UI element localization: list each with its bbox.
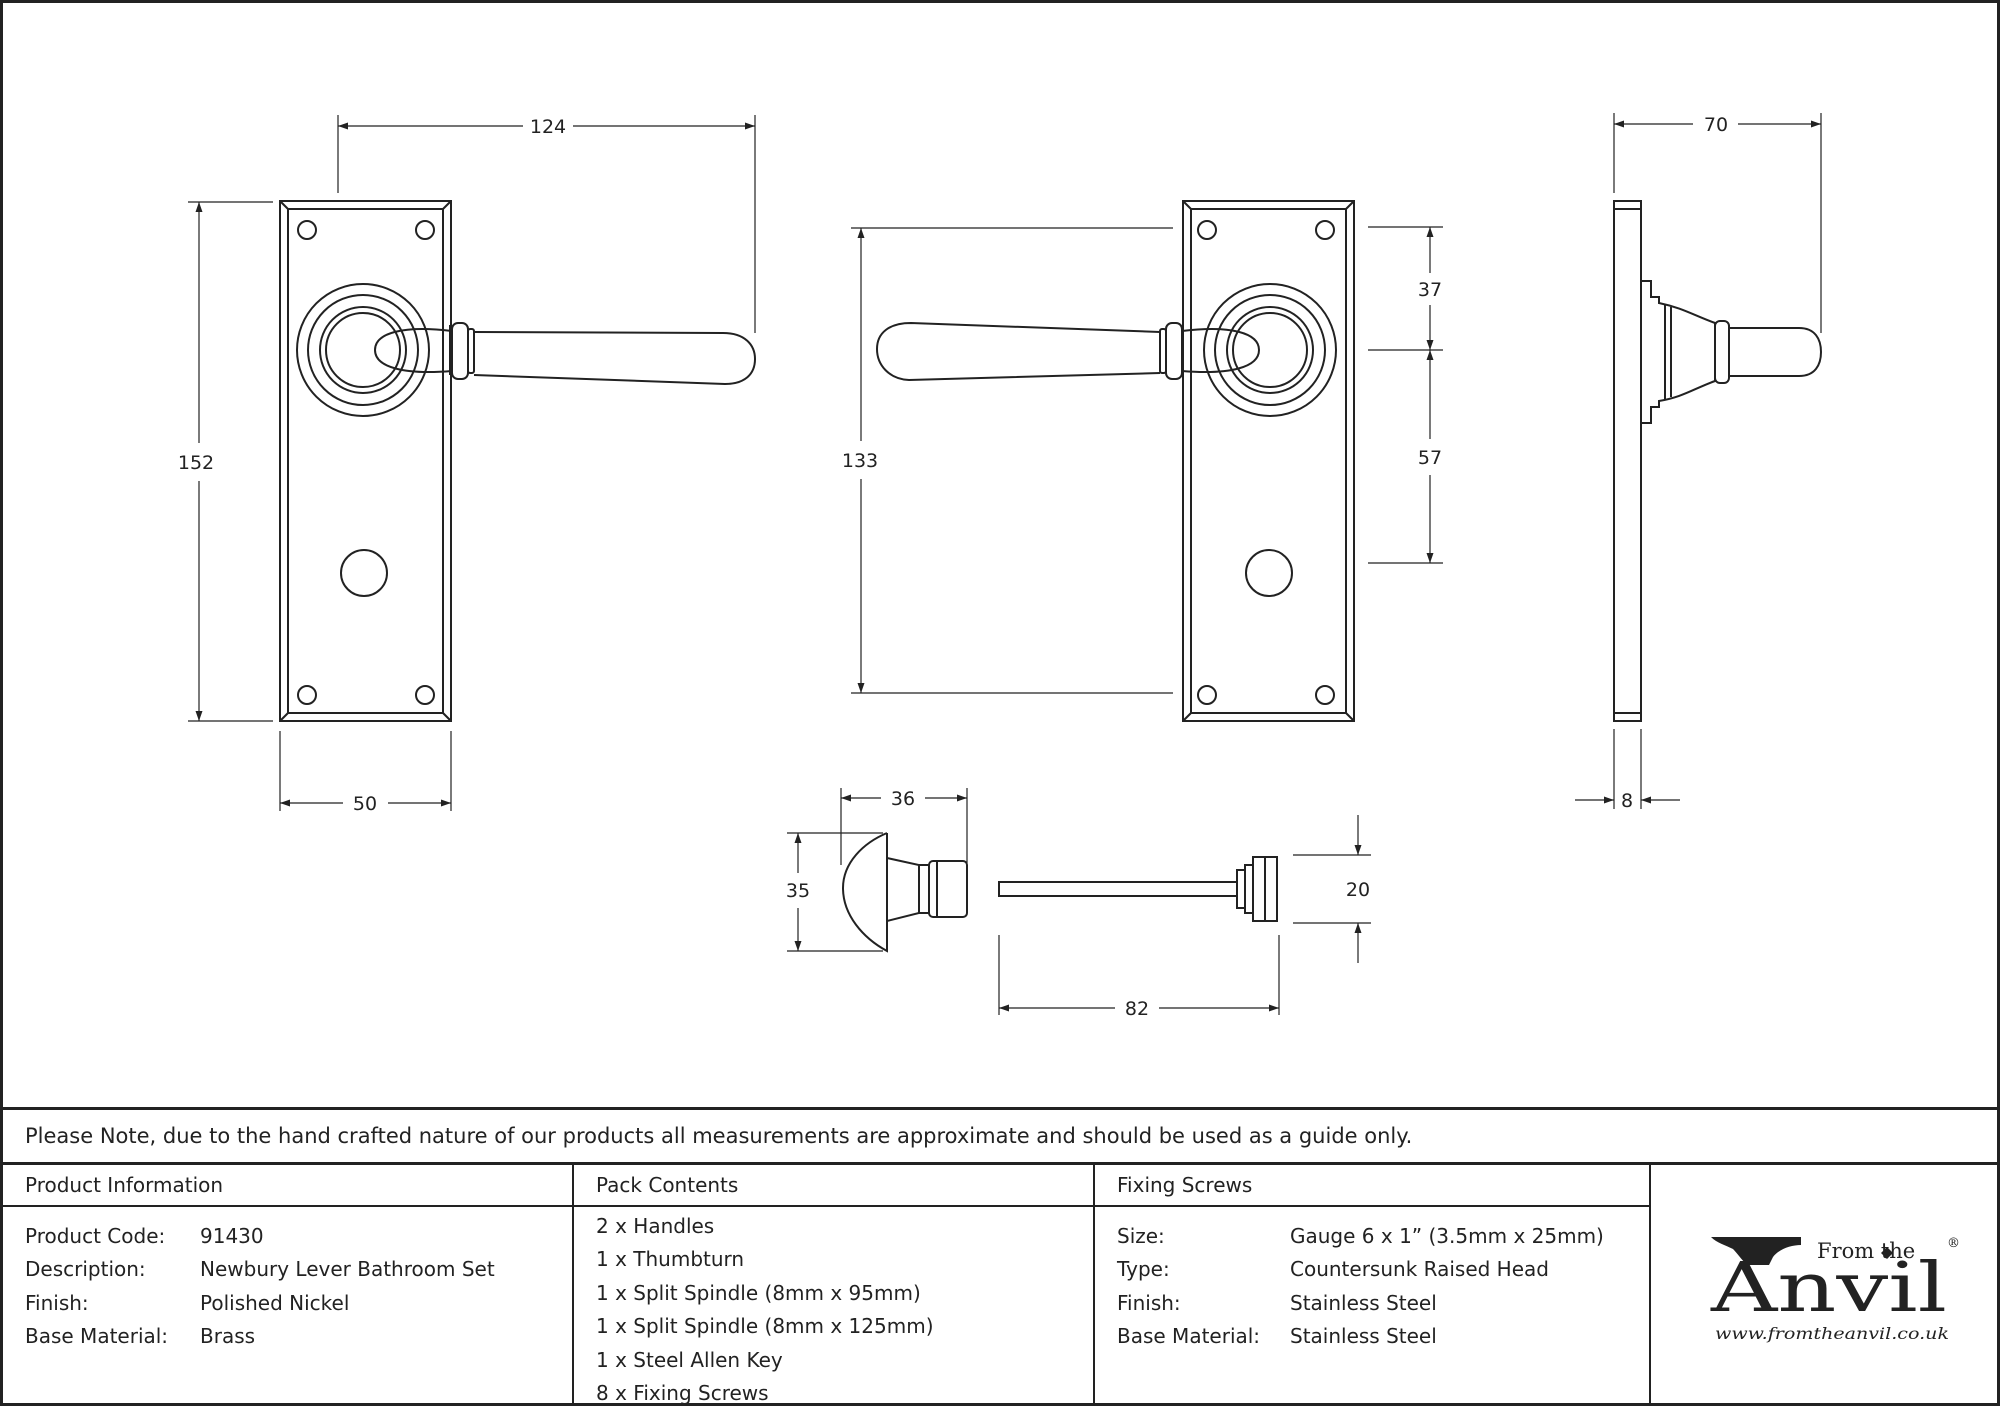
fixing-screws-list: Size: Gauge 6 x 1” (3.5mm x 25mm) Type: Co… [1095,1207,1649,1353]
info-key: Base Material: [1117,1324,1261,1349]
anvil-logo-icon: From the ® Anvil www.fromtheanvil.co.uk [1710,1236,1960,1343]
info-value: Countersunk Raised Head [1290,1257,1549,1282]
info-key: Type: [1117,1257,1170,1282]
pack-contents-panel: Pack Contents 2 x Handles 1 x Thumbturn … [574,1165,1095,1406]
info-row: Finish: Polished Nickel [25,1286,572,1320]
drawing-canvas: 124 152 50 133 37 57 70 8 36 35 20 82 [178,113,1823,1020]
info-row: Base Material: Stainless Steel [1117,1320,1649,1354]
dim-label-70: 70 [1704,114,1728,136]
dim-label-37: 37 [1418,279,1442,301]
side-view [1613,200,1823,722]
list-item: 2 x Handles [596,1213,715,1238]
logo-tagline: From the [1817,1239,1915,1263]
measurement-note: Please Note, due to the hand crafted nat… [3,1107,1997,1165]
dim-label-82: 82 [1125,998,1149,1020]
product-information-panel: Product Information Product Code: 91430 D… [3,1165,574,1403]
info-key: Finish: [25,1290,89,1315]
info-value: Brass [200,1324,256,1349]
info-key: Size: [1117,1223,1165,1248]
info-value: Stainless Steel [1290,1324,1437,1349]
dim-label-133: 133 [842,450,878,472]
info-value: Polished Nickel [200,1290,350,1315]
fixing-screws-panel: Fixing Screws Size: Gauge 6 x 1” (3.5mm x… [1095,1165,1651,1403]
dim-label-124: 124 [530,116,566,138]
info-value: Gauge 6 x 1” (3.5mm x 25mm) [1290,1223,1604,1248]
spindle [998,856,1278,922]
thumbturn [841,832,968,953]
product-information-list: Product Code: 91430 Description: Newbury L… [3,1207,572,1353]
rear-view [875,200,1355,722]
logo-name: Anvil [1710,1249,1947,1328]
logo-registered-mark: ® [1947,1236,1960,1251]
fixing-screws-heading: Fixing Screws [1095,1165,1649,1207]
drawing-area: 124 152 50 133 37 57 70 8 36 35 20 82 [3,3,1997,1107]
info-row: Description: Newbury Lever Bathroom Set [25,1253,572,1287]
list-item: 1 x Split Spindle (8mm x 95mm) [596,1280,921,1305]
dim-label-36: 36 [891,788,915,810]
info-row: Size: Gauge 6 x 1” (3.5mm x 25mm) [1117,1219,1649,1253]
info-value: Newbury Lever Bathroom Set [200,1257,495,1282]
info-key: Finish: [1117,1290,1181,1315]
dim-label-57: 57 [1418,447,1442,469]
dim-label-50: 50 [353,793,377,815]
list-item: 1 x Thumbturn [596,1247,745,1272]
info-row: Finish: Stainless Steel [1117,1286,1649,1320]
list-item: 1 x Split Spindle (8mm x 125mm) [596,1314,934,1339]
info-key: Base Material: [25,1324,169,1349]
info-table: Product Information Product Code: 91430 D… [3,1165,1997,1406]
info-row: Product Code: 91430 [25,1219,572,1253]
logo-url: www.fromtheanvil.co.uk [1715,1324,1949,1343]
info-key: Product Code: [25,1223,166,1248]
list-item: 1 x Steel Allen Key [596,1347,783,1372]
dim-label-8: 8 [1621,790,1633,812]
info-row: Type: Countersunk Raised Head [1117,1253,1649,1287]
info-key: Description: [25,1257,146,1282]
pack-contents-heading: Pack Contents [574,1165,1093,1207]
product-information-heading: Product Information [3,1165,572,1207]
info-row: Base Material: Brass [25,1320,572,1354]
info-value: 91430 [200,1223,264,1248]
dim-label-152: 152 [178,452,214,474]
front-view [279,200,757,722]
dim-label-20: 20 [1346,879,1370,901]
pack-contents-list: 2 x Handles 1 x Thumbturn 1 x Split Spin… [574,1207,1093,1406]
info-value: Stainless Steel [1290,1290,1437,1315]
list-item: 8 x Fixing Screws [596,1381,769,1406]
dim-label-35: 35 [786,880,810,902]
brand-logo: From the ® Anvil www.fromtheanvil.co.uk [1651,1165,1997,1403]
